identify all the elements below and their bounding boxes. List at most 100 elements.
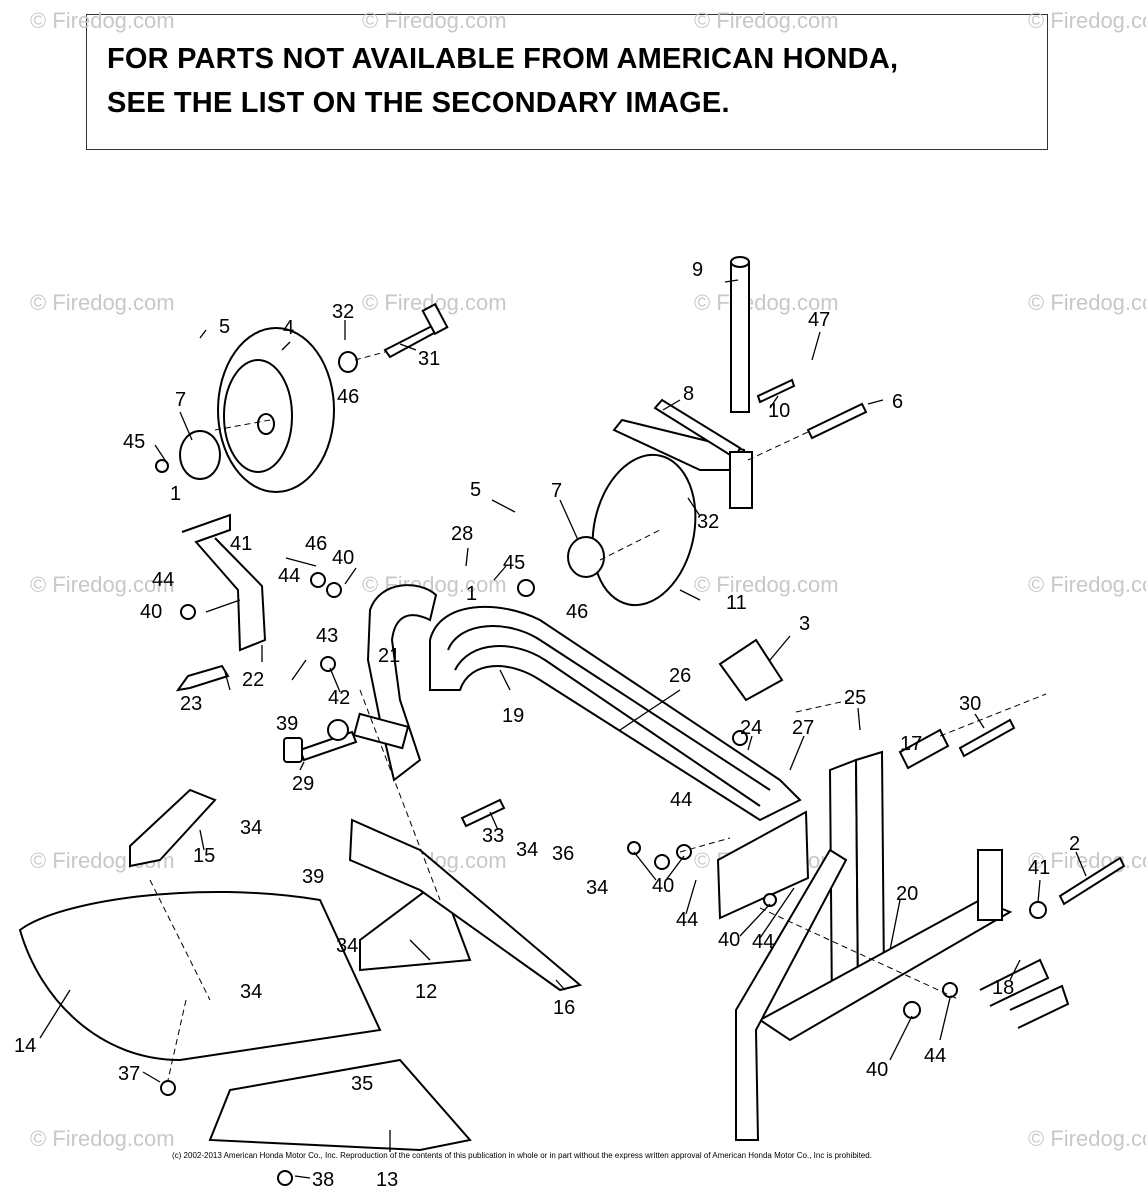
callout-35: 35 — [351, 1073, 373, 1095]
callout-13: 13 — [376, 1169, 398, 1191]
nut — [310, 572, 326, 588]
callout-11: 11 — [726, 592, 747, 614]
callout-20: 20 — [896, 883, 918, 905]
plow-share — [208, 1058, 472, 1152]
arm-sleeve — [729, 451, 753, 509]
nut — [942, 982, 958, 998]
callout-1: 1 — [170, 483, 181, 505]
callout-43: 43 — [316, 625, 338, 647]
nut — [732, 730, 748, 746]
callout-39: 39 — [302, 866, 324, 888]
watermark: © Firedog.com — [1028, 572, 1146, 597]
nut — [763, 893, 777, 907]
callout-17: 17 — [900, 733, 922, 755]
callout-30: 30 — [959, 693, 981, 715]
callout-44: 44 — [676, 909, 698, 931]
callout-22: 22 — [242, 669, 264, 691]
post-top — [730, 256, 750, 268]
hitch-brace — [735, 848, 848, 1141]
callout-44: 44 — [152, 569, 174, 591]
callout-41: 41 — [1028, 857, 1050, 879]
callout-34: 34 — [240, 981, 262, 1003]
callout-40: 40 — [866, 1059, 888, 1081]
callout-44: 44 — [278, 565, 300, 587]
nut — [326, 582, 342, 598]
brace-15 — [129, 788, 217, 868]
callout-34: 34 — [240, 817, 262, 839]
watermark: © Firedog.com — [30, 1126, 175, 1151]
watermark: © Firedog.com — [1028, 1126, 1146, 1151]
callout-38: 38 — [312, 1169, 334, 1191]
callout-25: 25 — [844, 687, 866, 709]
moldboard — [18, 890, 382, 1062]
watermark: © Firedog.com — [1028, 8, 1146, 33]
callout-39: 39 — [276, 713, 298, 735]
assembly-lines — [149, 351, 1047, 1081]
hitch-pin-2 — [1058, 856, 1126, 906]
callout-5: 5 — [470, 479, 481, 501]
standard-post — [730, 261, 750, 413]
callout-24: 24 — [740, 717, 762, 739]
callout-5: 5 — [219, 316, 230, 338]
copyright-notice: (c) 2002-2013 American Honda Motor Co., … — [172, 1151, 872, 1160]
washer — [517, 579, 535, 597]
callout-12: 12 — [415, 981, 437, 1003]
watermark: © Firedog.com — [694, 8, 839, 33]
callout-37: 37 — [118, 1063, 140, 1085]
callout-32: 32 — [332, 301, 354, 323]
plow-shank — [366, 584, 438, 782]
callout-7: 7 — [175, 389, 186, 411]
watermark: © Firedog.com — [30, 572, 175, 597]
nut — [1029, 901, 1047, 919]
nut — [160, 1080, 176, 1096]
nut — [180, 604, 196, 620]
wheel-bracket — [181, 513, 267, 652]
callout-40: 40 — [718, 929, 740, 951]
parts-drawing — [18, 256, 1126, 1186]
beam-line — [454, 645, 761, 807]
notice-line-1: FOR PARTS NOT AVAILABLE FROM AMERICAN HO… — [107, 43, 899, 75]
callout-7: 7 — [551, 480, 562, 502]
bolt-head-29 — [283, 737, 303, 763]
hub-plate — [179, 430, 221, 480]
callout-34: 34 — [336, 935, 358, 957]
washer-46 — [338, 351, 358, 373]
callout-40: 40 — [332, 547, 354, 569]
callout-34: 34 — [516, 839, 538, 861]
leader-lines — [39, 279, 1087, 1179]
callout-47: 47 — [808, 309, 830, 331]
nut — [155, 459, 169, 473]
callout-41: 41 — [230, 533, 252, 555]
callout-32: 32 — [697, 511, 719, 533]
callout-27: 27 — [792, 717, 814, 739]
callout-42: 42 — [328, 687, 350, 709]
beam-line — [447, 625, 771, 791]
watermark: © Firedog.com — [1028, 290, 1146, 315]
callout-46: 46 — [337, 386, 359, 408]
watermark: © Firedog.com — [694, 290, 839, 315]
callout-6: 6 — [892, 391, 903, 413]
callout-21: 21 — [378, 645, 400, 667]
callout-36: 36 — [552, 843, 574, 865]
callout-26: 26 — [669, 665, 691, 687]
watermark: © Firedog.com — [1028, 848, 1146, 873]
u-bolt-18 — [1009, 984, 1070, 1029]
callout-15: 15 — [193, 845, 215, 867]
callout-3: 3 — [799, 613, 810, 635]
nut — [320, 656, 336, 672]
callout-2: 2 — [1069, 833, 1080, 855]
callout-44: 44 — [670, 789, 692, 811]
coulter-hub — [567, 536, 605, 578]
plow-beam — [429, 605, 802, 822]
watermark: © Firedog.com — [362, 8, 507, 33]
pin-6 — [806, 402, 868, 440]
u-bolt-18 — [979, 958, 1050, 1007]
watermark: © Firedog.com — [694, 572, 839, 597]
mounting-plate — [716, 810, 810, 920]
callout-40: 40 — [140, 601, 162, 623]
wheel-axle-hole — [257, 413, 275, 435]
callout-28: 28 — [451, 523, 473, 545]
bolt-30 — [958, 718, 1016, 758]
callout-40: 40 — [652, 875, 674, 897]
